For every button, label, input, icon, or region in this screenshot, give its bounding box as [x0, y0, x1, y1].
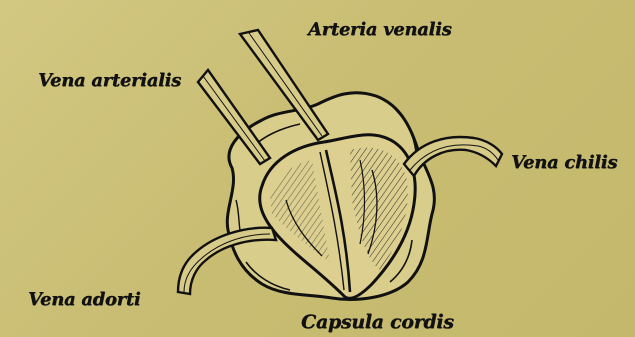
- vena-chilis-vessel: [404, 137, 502, 176]
- label-arteria-venalis: Arteria venalis: [308, 19, 451, 40]
- label-capsula-cordis: Capsula cordis: [301, 311, 454, 333]
- label-vena-arterialis: Vena arterialis: [38, 70, 181, 91]
- label-vena-chilis: Vena chilis: [511, 152, 617, 173]
- label-vena-adorti: Vena adorti: [28, 289, 140, 310]
